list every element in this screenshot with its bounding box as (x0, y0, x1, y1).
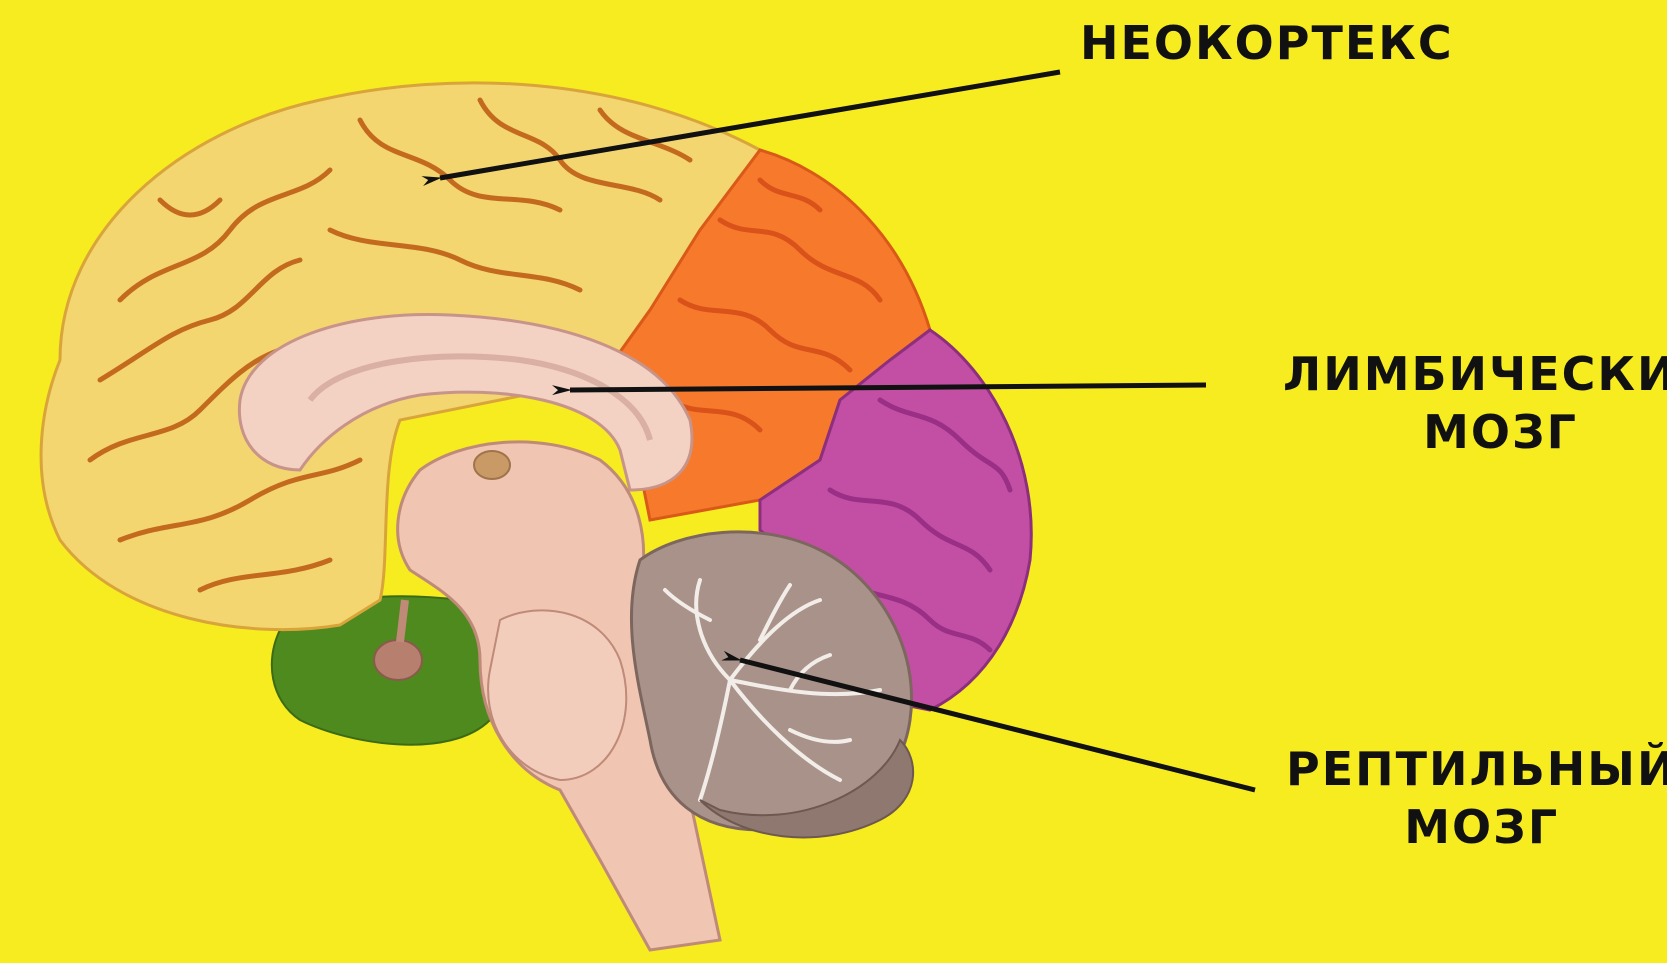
label-reptilian-line2: МОЗГ (1286, 798, 1667, 856)
label-neocortex-text: НЕОКОРТЕКС (1080, 14, 1454, 72)
label-reptilian-brain: РЕПТИЛЬНЫЙ МОЗГ (1286, 740, 1667, 856)
pons-region (488, 610, 626, 780)
label-limbic-line2: МОЗГ (1283, 403, 1667, 461)
label-limbic-line1: ЛИМБИЧЕСКИЙ (1283, 345, 1667, 403)
pituitary-stalk (400, 600, 405, 642)
label-reptilian-line1: РЕПТИЛЬНЫЙ (1286, 740, 1667, 798)
pituitary (374, 640, 422, 680)
thalamus-nucleus (474, 451, 510, 479)
label-limbic-brain: ЛИМБИЧЕСКИЙ МОЗГ (1283, 345, 1667, 461)
label-neocortex: НЕОКОРТЕКС (1080, 14, 1454, 72)
